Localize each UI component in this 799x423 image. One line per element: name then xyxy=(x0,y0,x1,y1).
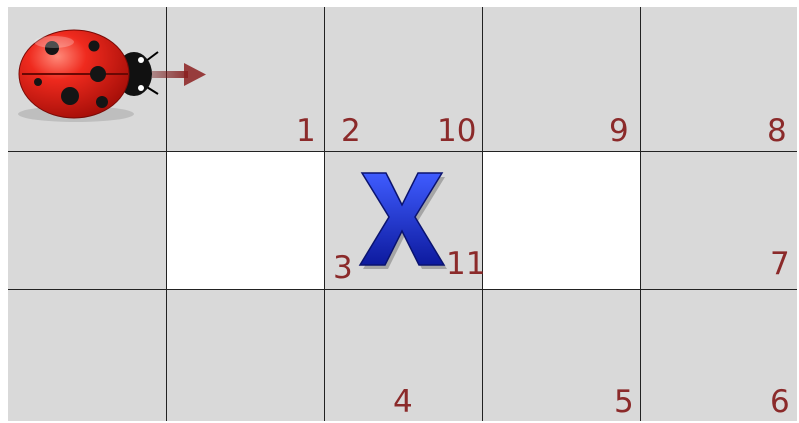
step-number-5: 5 xyxy=(614,387,634,418)
step-number-1: 1 xyxy=(296,116,316,147)
step-number-3: 3 xyxy=(333,253,353,284)
cell-r2-c0[interactable] xyxy=(8,289,166,421)
grid-line xyxy=(324,7,325,421)
grid-line xyxy=(640,7,641,421)
grid-line xyxy=(482,7,483,421)
grid-line xyxy=(8,151,797,152)
arrow-right-icon xyxy=(152,63,206,86)
step-number-4: 4 xyxy=(393,387,413,418)
step-number-2: 2 xyxy=(341,116,361,147)
cell-r1-c0[interactable] xyxy=(8,151,166,289)
step-number-6: 6 xyxy=(770,387,790,418)
target-x-icon xyxy=(352,165,452,275)
step-number-7: 7 xyxy=(770,249,790,280)
step-number-9: 9 xyxy=(609,116,629,147)
ladybug-icon[interactable] xyxy=(12,22,212,132)
grid-line xyxy=(8,289,797,290)
cell-r1-c3[interactable] xyxy=(482,151,640,289)
step-number-10: 10 xyxy=(437,116,476,147)
step-number-8: 8 xyxy=(767,116,787,147)
cell-r2-c1[interactable] xyxy=(166,289,324,421)
cell-r1-c1[interactable] xyxy=(166,151,324,289)
